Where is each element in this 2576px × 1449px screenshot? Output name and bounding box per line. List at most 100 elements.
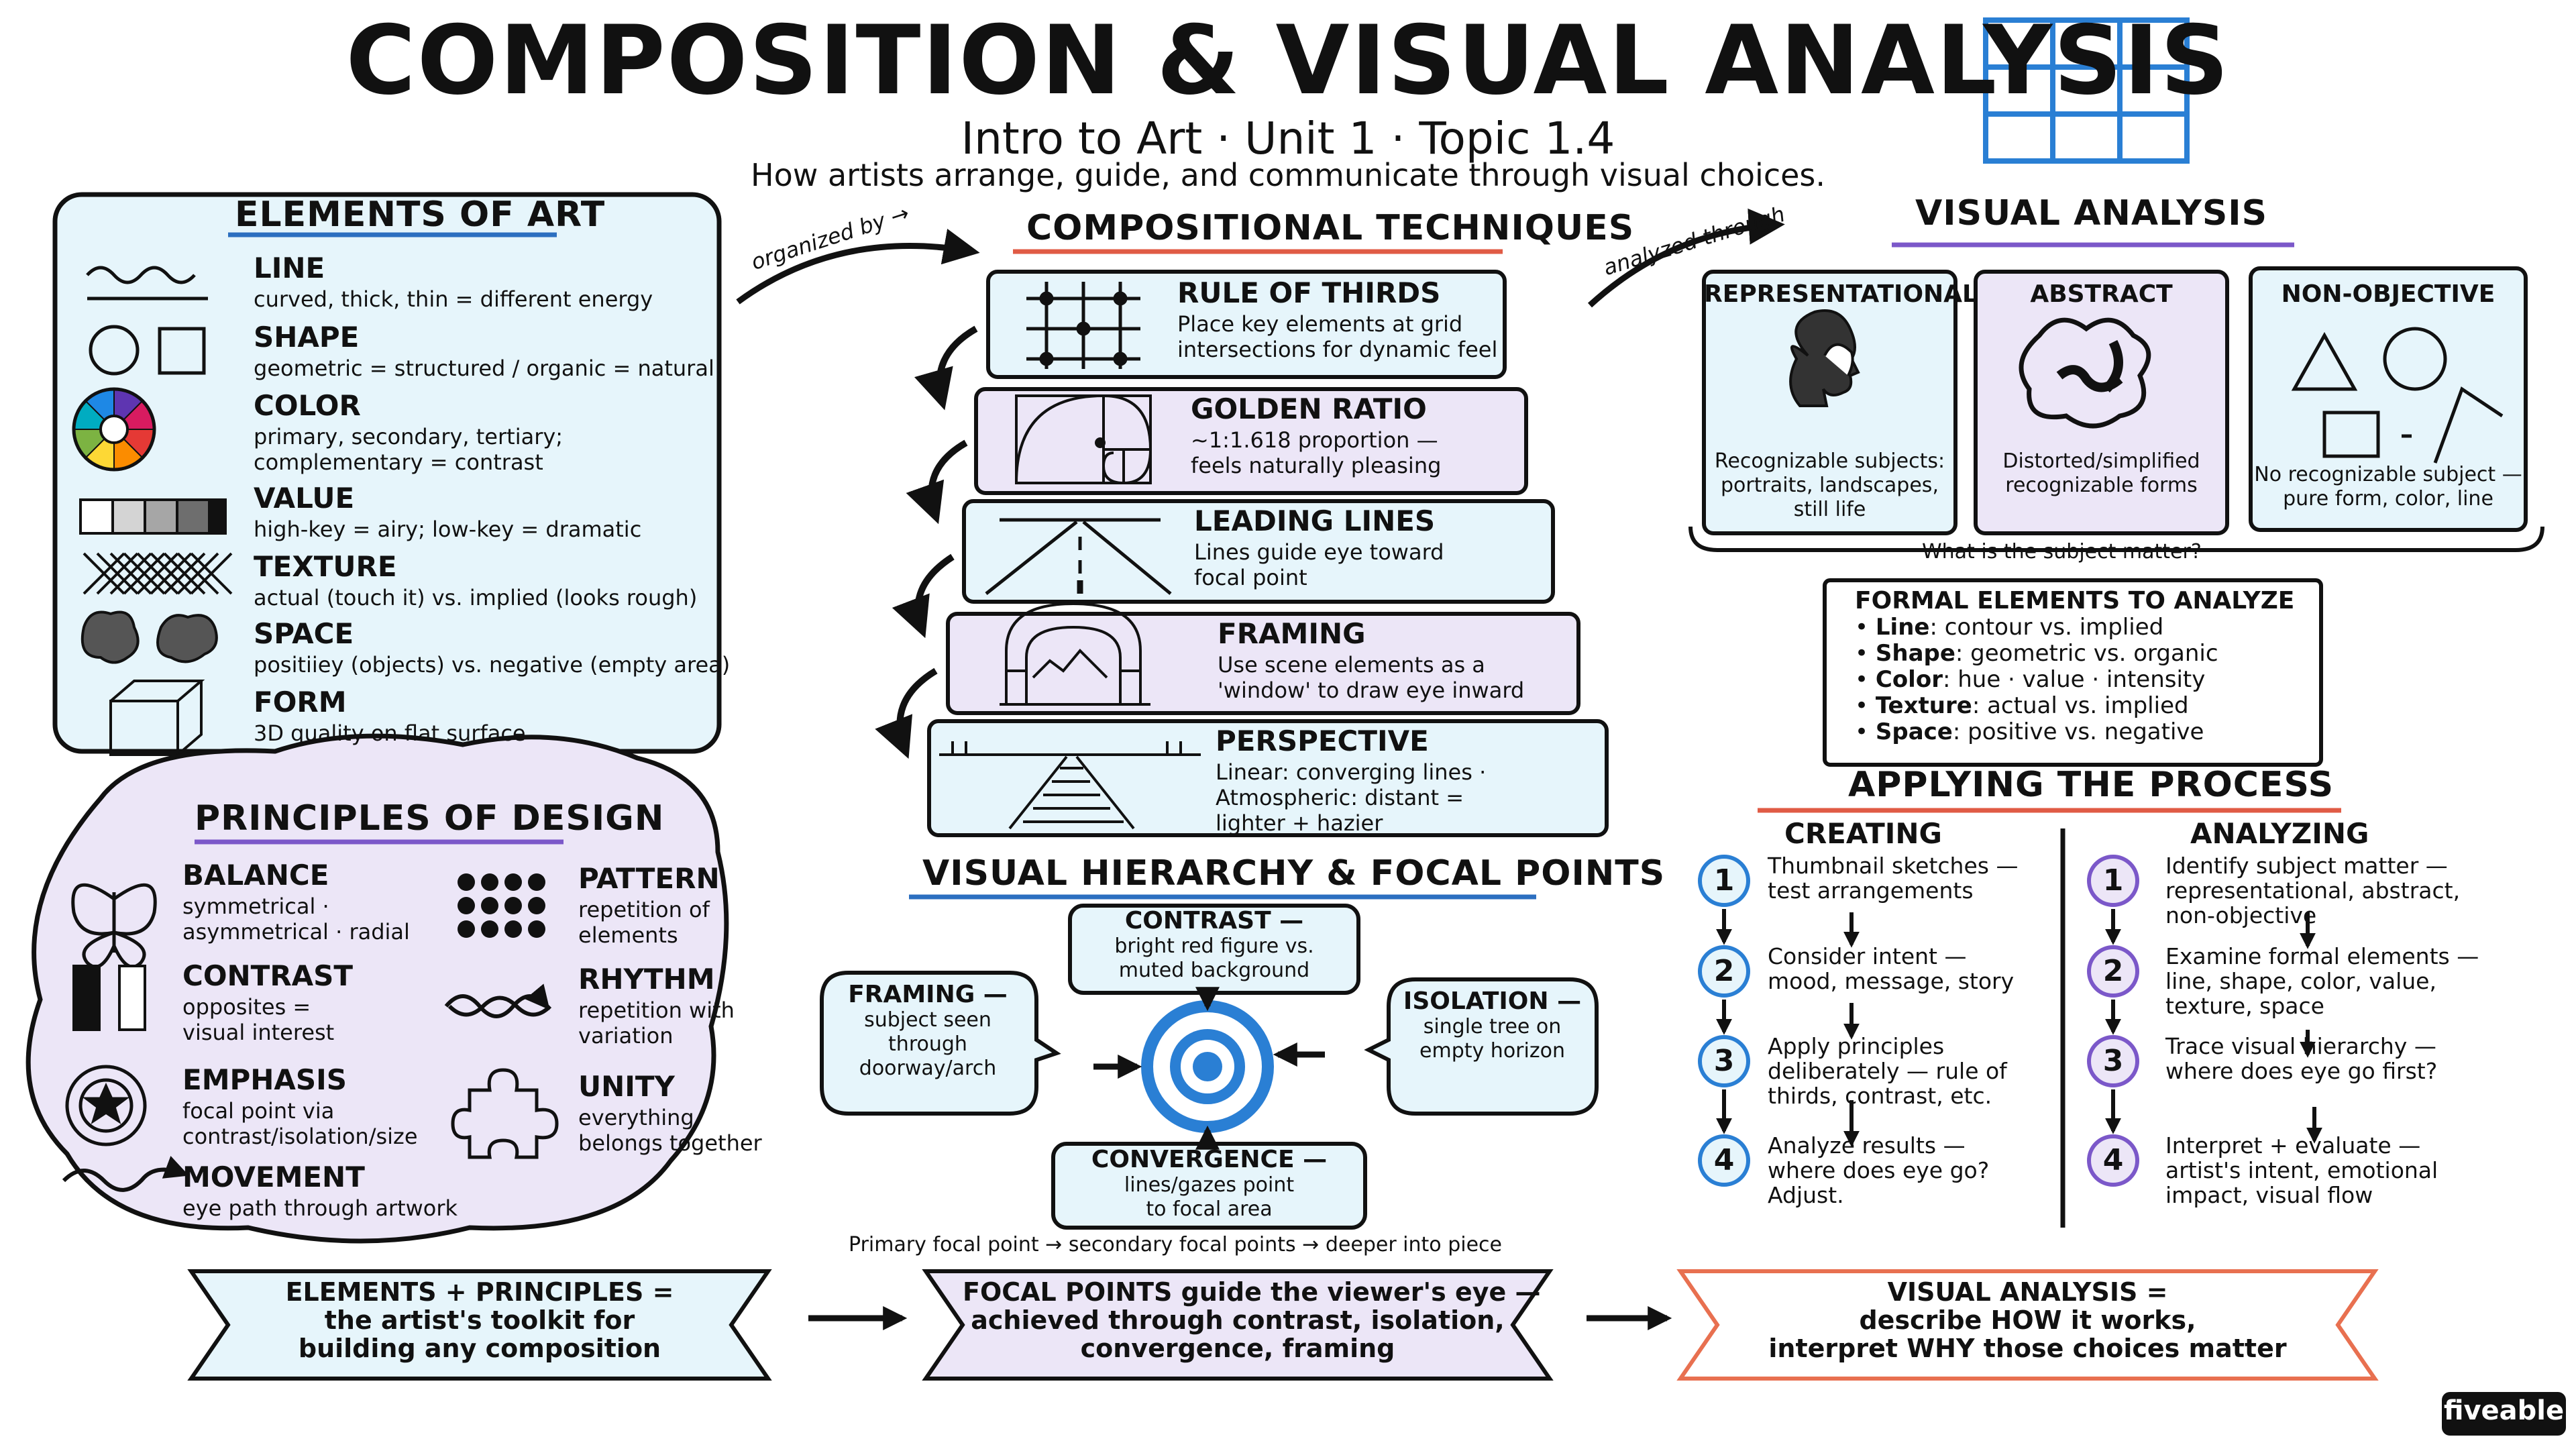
analyzing-step-0-line-2: non-objective (2165, 902, 2317, 928)
analysis-type-line-0-0: Recognizable subjects: (1714, 449, 1945, 473)
analyzing-step-num-0: 1 (2102, 863, 2124, 898)
principle-desc2-2: contrast/isolation/size (182, 1124, 418, 1149)
hier-isolation: ISOLATION — single tree on empty horizon (1390, 987, 1595, 1063)
principle-r-desc2-2: belongs together (578, 1130, 762, 1156)
leading-lines-card (962, 499, 1555, 604)
principle-label-2: EMPHASIS (182, 1063, 347, 1096)
analysis-type-line-2-1: pure form, color, line (2283, 487, 2493, 511)
technique-label-3: FRAMING (1218, 617, 1366, 650)
process-title: APPLYING THE PROCESS (1848, 765, 2334, 805)
analysis-type-title-0: REPRESENTATIONAL (1704, 280, 1978, 308)
analysis-type-title-2: NON-OBJECTIVE (2281, 280, 2496, 308)
hier-framing-bubble (820, 971, 1061, 1116)
hier-convergence-title: CONVERGENCE — (1091, 1146, 1328, 1173)
element-label-1: SHAPE (254, 321, 360, 354)
page-title: COMPOSITION & VISUAL ANALYSIS (345, 5, 2231, 116)
technique-desc2-1: feels naturally pleasing (1191, 453, 1442, 478)
crosshatch-icon (83, 552, 233, 595)
formal-bullet-0: • (1855, 614, 1876, 641)
hier-framing-line1: subject seen (864, 1008, 991, 1032)
step-arrows (875, 325, 978, 759)
perspective-card (927, 719, 1609, 837)
creating-step-num-2: 3 (1713, 1044, 1735, 1078)
creating-step-2-line-1: deliberately — rule of (1768, 1058, 2007, 1084)
principle-label-1: CONTRAST (182, 959, 354, 992)
color-wheel-icon (72, 387, 156, 472)
principle-desc-3: eye path through artwork (182, 1195, 458, 1221)
formal-value-2: : hue · value · intensity (1942, 666, 2206, 693)
formal-item-3: • Texture: actual vs. implied (1855, 693, 2294, 719)
principle-r-desc2-1: variation (578, 1023, 674, 1049)
hier-contrast-title: CONTRAST — (1124, 907, 1304, 934)
formal-item-1: • Shape: geometric vs. organic (1855, 641, 2294, 667)
hier-contrast: CONTRAST — bright red figure vs. muted b… (1070, 907, 1358, 983)
black-white-bars-icon (72, 965, 146, 1031)
element-label-6: FORM (254, 686, 347, 718)
analyzing-step-3-line-2: impact, visual flow (2165, 1182, 2373, 1208)
principle-r-desc-1: repetition with (578, 998, 735, 1023)
element-desc-1: geometric = structured / organic = natur… (254, 356, 714, 381)
element-desc-4: actual (touch it) vs. implied (looks rou… (254, 585, 698, 610)
hierarchy-title: VISUAL HIERARCHY & FOCAL POINTS (922, 853, 1666, 894)
technique-desc-1: ~1:1.618 proportion — (1191, 427, 1438, 453)
element-desc-6: 3D quality on flat surface (254, 720, 526, 746)
hier-framing-title: FRAMING — (848, 981, 1008, 1008)
hier-convergence-line1: lines/gazes point (1124, 1173, 1295, 1197)
analyzing-step-1-line-0: Examine formal elements — (2165, 943, 2479, 969)
hier-framing-line2: through (888, 1032, 967, 1056)
formal-item-4: • Space: positive vs. negative (1855, 719, 2294, 745)
elements-title: ELEMENTS OF ART (235, 195, 606, 235)
technique-desc-0: Place key elements at grid (1177, 311, 1463, 337)
banner-analysis (1676, 1269, 2379, 1381)
principle-label-0: BALANCE (182, 859, 329, 892)
creating-step-num-3: 4 (1713, 1143, 1735, 1177)
technique-label-2: LEADING LINES (1194, 504, 1436, 537)
hier-contrast-line2: muted background (1118, 959, 1310, 982)
analyzing-step-0-line-1: representational, abstract, (2165, 877, 2461, 904)
hierarchy-footer: Primary focal point → secondary focal po… (849, 1233, 1502, 1256)
puzzle-icon (451, 1068, 559, 1159)
step-circles (1698, 855, 2322, 1187)
formal-key-0: Line (1875, 614, 1930, 641)
analyzing-step-num-3: 4 (2102, 1143, 2124, 1177)
element-desc-5: positiiey (objects) vs. negative (empty … (254, 652, 731, 678)
formal-bullet-1: • (1855, 640, 1876, 667)
element-desc-0: curved, thick, thin = different energy (254, 286, 653, 312)
principle-desc2-1: visual interest (182, 1020, 335, 1045)
formal-elements-box (1823, 578, 2323, 767)
element-desc2-2: complementary = contrast (254, 449, 543, 475)
analysis-type-line-2-0: No recognizable subject — (2254, 463, 2522, 486)
analysis-type-title-1: ABSTRACT (2030, 280, 2173, 308)
creating-step-0-line-0: Thumbnail sketches — (1768, 853, 2019, 879)
hier-isolation-line2: empty horizon (1419, 1039, 1565, 1063)
technique-desc3-4: lighter + hazier (1216, 810, 1383, 836)
dot-grid-icon (458, 873, 545, 938)
page-subtitle: Intro to Art · Unit 1 · Topic 1.4 (961, 113, 1615, 164)
analyzing-step-1-line-1: line, shape, color, value, (2165, 968, 2436, 994)
principle-desc-2: focal point via (182, 1098, 335, 1124)
creating-step-num-0: 1 (1713, 863, 1735, 898)
formal-item-2: • Color: hue · value · intensity (1855, 667, 2294, 693)
formal-bullet-4: • (1855, 718, 1876, 745)
formal-value-4: : positive vs. negative (1952, 718, 2204, 745)
logo-badge (2442, 1392, 2566, 1436)
non-objective-card (2249, 266, 2528, 532)
creating-step-3-line-0: Analyze results — (1768, 1132, 1966, 1159)
shapes-icon (2291, 327, 2504, 464)
principles-title: PRINCIPLES OF DESIGN (195, 798, 665, 839)
subject-question: What is the subject matter? (1922, 540, 2202, 564)
analyzing-step-2-line-1: where does eye go first? (2165, 1058, 2438, 1084)
element-label-4: TEXTURE (254, 550, 397, 583)
principle-desc-1: opposites = (182, 994, 311, 1020)
page-tagline: How artists arrange, guide, and communic… (750, 157, 1826, 193)
railroad-icon (939, 741, 1201, 830)
banner-2-line-2: interpret WHY those choices matter (1768, 1334, 2287, 1363)
analyzed-through-arrow (1587, 208, 1785, 308)
technique-desc2-3: 'window' to draw eye inward (1218, 678, 1525, 703)
cube-icon (109, 680, 205, 756)
road-icon (985, 518, 1172, 595)
analysis-type-line-1-0: Distorted/simplified (2002, 449, 2200, 473)
analysis-title: VISUAL ANALYSIS (1915, 193, 2268, 233)
technique-desc2-4: Atmospheric: distant = (1216, 785, 1464, 810)
